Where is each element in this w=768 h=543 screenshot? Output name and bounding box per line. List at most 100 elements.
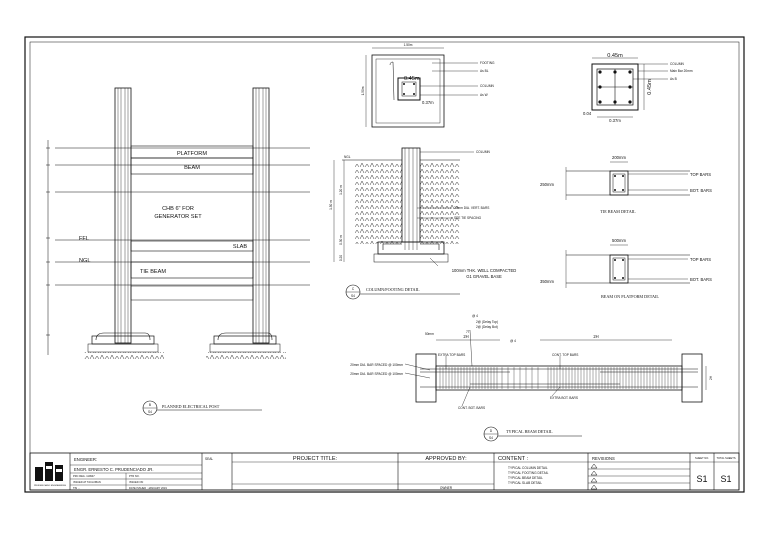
column-top-dim: 0.45m xyxy=(607,53,623,59)
content-label: CONTENT : xyxy=(498,456,528,462)
logo-text: PRUDENCIADO ENGINEERING xyxy=(34,484,66,487)
cfd-tag-sheet: S4 xyxy=(351,294,355,298)
platform-beam-bot-bars: BOT. BARS xyxy=(690,277,712,282)
tb-callout-4: 7T xyxy=(466,330,470,334)
column-section: 0.45m 0.45m 0.37m 0.04 COLUMN Main Bar 2… xyxy=(583,53,693,123)
company-logo: PRUDENCIADO ENGINEERING xyxy=(34,462,66,487)
tie-beam-depth: 250mm xyxy=(540,182,554,187)
column-corner-dim: 0.04 xyxy=(583,111,592,116)
column-note-1: Main Bar 20mm xyxy=(670,69,693,73)
footing-plan-side-dim: 1.50m xyxy=(361,86,365,95)
platform-beam-width: 500mm xyxy=(612,238,626,243)
project-title-label: PROJECT TITLE: xyxy=(293,456,338,462)
tb-span-b: 2H xyxy=(593,334,598,339)
post-tag-sheet: S4 xyxy=(148,410,152,414)
reg-4: TIN ... xyxy=(73,486,80,490)
tb-extra-top: EXTRA TOP BARS xyxy=(438,353,465,357)
cfd-dim-a: 1.20 m xyxy=(339,185,343,195)
title-block: PRUDENCIADO ENGINEERING ENGINEER: ENGR. … xyxy=(29,452,740,491)
post-caption: PLANNED ELECTRICAL POST xyxy=(162,404,220,409)
tb-callout-1: @ 4 xyxy=(472,314,478,318)
footing-plan: 1.50m 1.50m 0.45m 0.37m FOOTING As BL CO… xyxy=(361,43,495,128)
reg-1: PTR NO. xyxy=(129,474,140,478)
platform-beam-caption: BEAM ON PLATFORM DETAIL xyxy=(601,294,659,299)
footing-note-1: As BL xyxy=(480,69,489,73)
cfd-gravel-line1: 100mm THK. WELL COMPACTED xyxy=(452,268,517,273)
post-tag-letter: B xyxy=(149,403,151,407)
tb-callout-2: 2@ (Delay Top) xyxy=(476,320,498,324)
sheet-no: S1 xyxy=(696,474,707,484)
platform-beam-depth: 350mm xyxy=(540,279,554,284)
footing-plan-top-dim: 1.50m xyxy=(404,43,413,47)
chb-label-line2: GENERATOR SET xyxy=(154,214,202,220)
beam-label: BEAM xyxy=(184,165,200,171)
reg-2: ISSUED AT TACLOBAN xyxy=(73,480,101,484)
footing-plan-col-dim: 0.45m xyxy=(404,76,420,82)
cfd-tag-letter: C xyxy=(352,287,355,291)
total-sheets: S1 xyxy=(720,474,731,484)
footing-note-2: COLUMN xyxy=(480,84,495,88)
footing-plan-col-dim2: 0.37m xyxy=(422,100,434,105)
reg-5: DATE ISSUED : JANUARY 2019 xyxy=(129,486,167,490)
column-note-0: COLUMN xyxy=(670,62,685,66)
tb-note-2: 20mm DIA. BAR SPACED @ 100mm xyxy=(350,372,403,376)
tb-cont-bot: CONT. BOT. BARS xyxy=(458,406,485,410)
tb-left-dim: 50mm xyxy=(425,332,434,336)
tb-tag-letter: D xyxy=(490,429,493,433)
engineer-label: ENGINEER: xyxy=(74,457,97,462)
column-inner-dim: 0.37m xyxy=(609,118,621,123)
engineer-name: ENGR. ERNESTO C. PRUDENCIADO JR. xyxy=(74,467,154,472)
content-item-0: TYPICAL COLUMN DETAIL xyxy=(508,466,548,470)
approved-label: APPROVED BY: xyxy=(425,456,467,462)
footing-note-3: As W xyxy=(480,93,488,97)
ffl-label: FFL xyxy=(79,236,89,242)
platform-label: PLATFORM xyxy=(177,151,207,157)
footing-note-0: FOOTING xyxy=(480,61,495,65)
tb-note-1: 20mm DIA. BAR SPACED @ 100mm xyxy=(350,363,403,367)
cfd-vert-bars: 20mm DIA. VERT. BARS xyxy=(454,206,489,210)
reg-3: ISSUED ON xyxy=(129,480,143,484)
tie-beam-caption: TIE BEAM DETAIL xyxy=(600,209,636,214)
revisions-label: REVISIONS xyxy=(592,456,615,461)
cfd-dim-c: 0.20 xyxy=(339,255,343,261)
electrical-post-elevation: PLATFORM BEAM CHB 6" FOR GENERATOR SET S… xyxy=(46,87,310,416)
tie-beam-detail: 200mm 250mm TOP BARS BOT. BARS TIE BEAM … xyxy=(540,155,712,214)
tb-caption: TYPICAL BEAM DETAIL xyxy=(506,429,553,434)
approved-sub: OWNER xyxy=(440,486,453,490)
platform-beam-top-bars: TOP BARS xyxy=(690,257,711,262)
tie-beam-bot-bars: BOT. BARS xyxy=(690,188,712,193)
tb-tag-sheet: S4 xyxy=(489,436,493,440)
cfd-dim-b: 0.30 m xyxy=(339,235,343,245)
cfd-tie-spacing: SEE TIE SPACING xyxy=(454,216,482,220)
tb-callout-5: @ 4 xyxy=(510,339,516,343)
cfd-gravel-line2: G1 GRAVEL BASE xyxy=(466,274,502,279)
tb-extra-bot: EXTRA BOT. BARS xyxy=(550,396,578,400)
content-item-3: TYPICAL SLAB DETAIL xyxy=(508,481,542,485)
seal-label: SEAL xyxy=(205,457,213,461)
column-note-2: As B xyxy=(670,77,677,81)
sheet-no-label: SHEET NO. xyxy=(695,456,709,460)
tb-depth: 2H xyxy=(709,375,713,380)
slab-label: SLAB xyxy=(233,244,248,250)
column-footing-detail: NGL COLUMN 20mm DIA. VERT. BARS SEE TIE … xyxy=(329,147,517,300)
cfd-column: COLUMN xyxy=(476,150,491,154)
total-sheets-label: TOTAL SHEETS xyxy=(716,456,735,460)
cfd-dim-total: 1.50 m xyxy=(329,200,333,210)
tb-cont-top: CONT. TOP BARS xyxy=(552,353,578,357)
platform-beam-detail: 500mm 350mm TOP BARS BOT. BARS BEAM ON P… xyxy=(540,238,712,299)
cfd-caption: COLUMN/FOOTING DETAIL xyxy=(366,287,420,292)
column-side-dim: 0.45m xyxy=(647,79,653,95)
tb-span-a: 2H xyxy=(463,334,468,339)
cfd-ngl: NGL xyxy=(344,155,351,159)
content-item-1: TYPICAL FOOTING DETAIL xyxy=(508,471,549,475)
tie-beam-label: TIE BEAM xyxy=(140,269,166,275)
outer-border xyxy=(24,36,745,493)
tb-callout-3: 2@ (Delay Bot) xyxy=(476,325,498,329)
ngl-label: NGL xyxy=(79,258,91,264)
content-item-2: TYPICAL BEAM DETAIL xyxy=(508,476,543,480)
reg-0: PRC REG. 119947 xyxy=(73,474,95,478)
typical-beam-detail: 50mm 2H 2H 2H @ 4 2@ (Delay Top) 2@ (Del… xyxy=(350,314,713,442)
tie-beam-top-bars: TOP BARS xyxy=(690,172,711,177)
tie-beam-width: 200mm xyxy=(612,155,626,160)
